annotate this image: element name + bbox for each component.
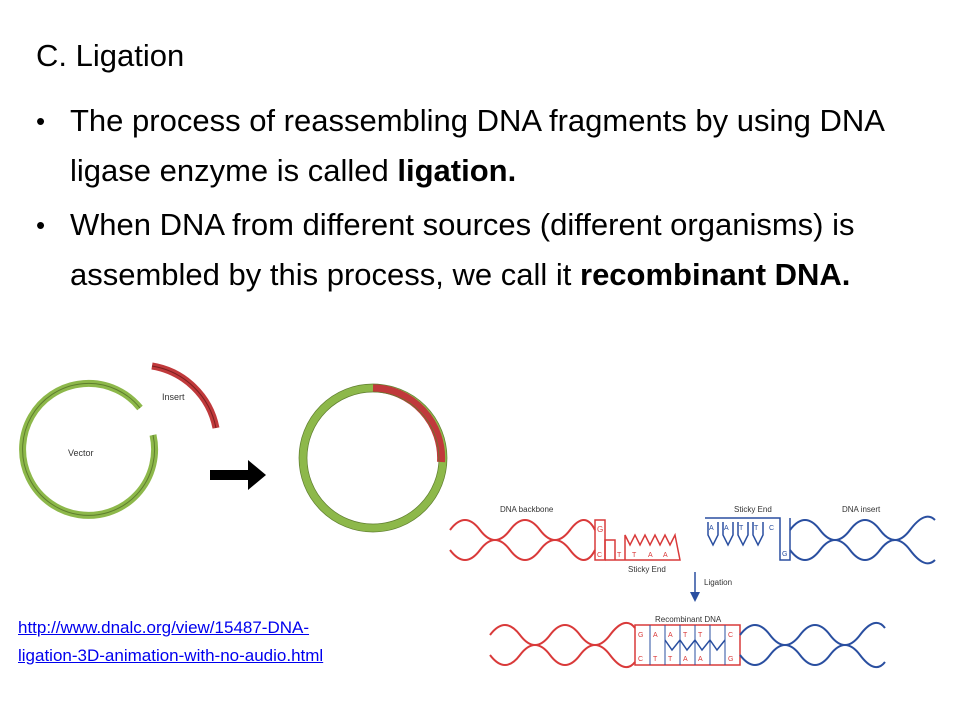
- right-arrow-icon: [210, 460, 266, 490]
- vector-label: Vector: [68, 448, 94, 458]
- recomb-bottom-base: A: [698, 656, 703, 663]
- insert-top-base: T: [754, 525, 759, 532]
- backbone-bottom-base: T: [617, 552, 622, 559]
- link-line-1: http://www.dnalc.org/view/15487-DNA-: [18, 618, 310, 637]
- recomb-top-base: C: [728, 632, 733, 639]
- bullet-bold-term: ligation.: [397, 153, 517, 188]
- backbone-bottom-base: C: [597, 552, 602, 559]
- recomb-bottom-base: T: [653, 656, 658, 663]
- bullet-item-recombinant: • When DNA from different sources (diffe…: [36, 200, 916, 300]
- slide-heading: C. Ligation: [36, 38, 185, 73]
- recomb-bottom-base: T: [668, 656, 673, 663]
- backbone-bottom-base: T: [632, 552, 637, 559]
- insert-top-base: T: [739, 525, 744, 532]
- recomb-top-base: T: [683, 632, 688, 639]
- dna-backbone-strand: DNA backbone G C T T A A Sticky End: [449, 505, 681, 574]
- sticky-end-label-top: Sticky End: [734, 505, 772, 514]
- backbone-label: DNA backbone: [500, 505, 554, 514]
- recombinant-label: Recombinant DNA: [655, 615, 722, 624]
- recomb-top-base: A: [668, 632, 673, 639]
- bullet-text: When DNA from different sources (differe…: [70, 207, 855, 292]
- recomb-bottom-base: A: [683, 656, 688, 663]
- link-line-2: ligation-3D-animation-with-no-audio.html: [18, 646, 324, 665]
- vector-arc-outline: [22, 382, 156, 516]
- dnalc-animation-link[interactable]: http://www.dnalc.org/view/15487-DNA- lig…: [18, 614, 323, 670]
- insert-bottom-base: G: [782, 551, 787, 558]
- vector-plasmid: Vector: [19, 379, 159, 519]
- recombinant-dna-strand: Recombinant DNA G A A T T C C T T A A G: [489, 615, 886, 669]
- recombinant-plasmid: [298, 383, 448, 533]
- backbone-top-base: G: [597, 525, 603, 534]
- insert-label: Insert: [162, 392, 185, 402]
- recombinant-insert-segment: [372, 384, 446, 463]
- sticky-end-label-bottom: Sticky End: [628, 565, 666, 574]
- bullet-bold-term: recombinant DNA.: [580, 257, 851, 292]
- insert-top-base: A: [709, 525, 714, 532]
- dna-insert-strand: Sticky End DNA insert A A T T C G: [705, 505, 936, 565]
- bullet-icon: •: [36, 106, 46, 136]
- insert-arc-outline: [151, 365, 217, 429]
- recomb-top-base: A: [653, 632, 658, 639]
- recomb-top-base: T: [698, 632, 703, 639]
- recomb-top-base: G: [638, 632, 643, 639]
- bullet-text: The process of reassembling DNA fragment…: [70, 103, 884, 188]
- recomb-bottom-base: G: [728, 656, 733, 663]
- dna-insert-label: DNA insert: [842, 505, 881, 514]
- bullet-list: • The process of reassembling DNA fragme…: [36, 96, 916, 304]
- ligation-label: Ligation: [704, 578, 732, 587]
- insert-top-base: C: [769, 525, 774, 532]
- insert-top-base: A: [724, 525, 729, 532]
- recomb-bottom-base: C: [638, 656, 643, 663]
- bullet-icon: •: [36, 210, 46, 240]
- backbone-bottom-base: A: [663, 552, 668, 559]
- backbone-bottom-base: A: [648, 552, 653, 559]
- ligation-arrow-icon: Ligation: [690, 572, 732, 602]
- insert-fragment: Insert: [151, 362, 220, 429]
- bullet-item-ligation: • The process of reassembling DNA fragme…: [36, 96, 916, 196]
